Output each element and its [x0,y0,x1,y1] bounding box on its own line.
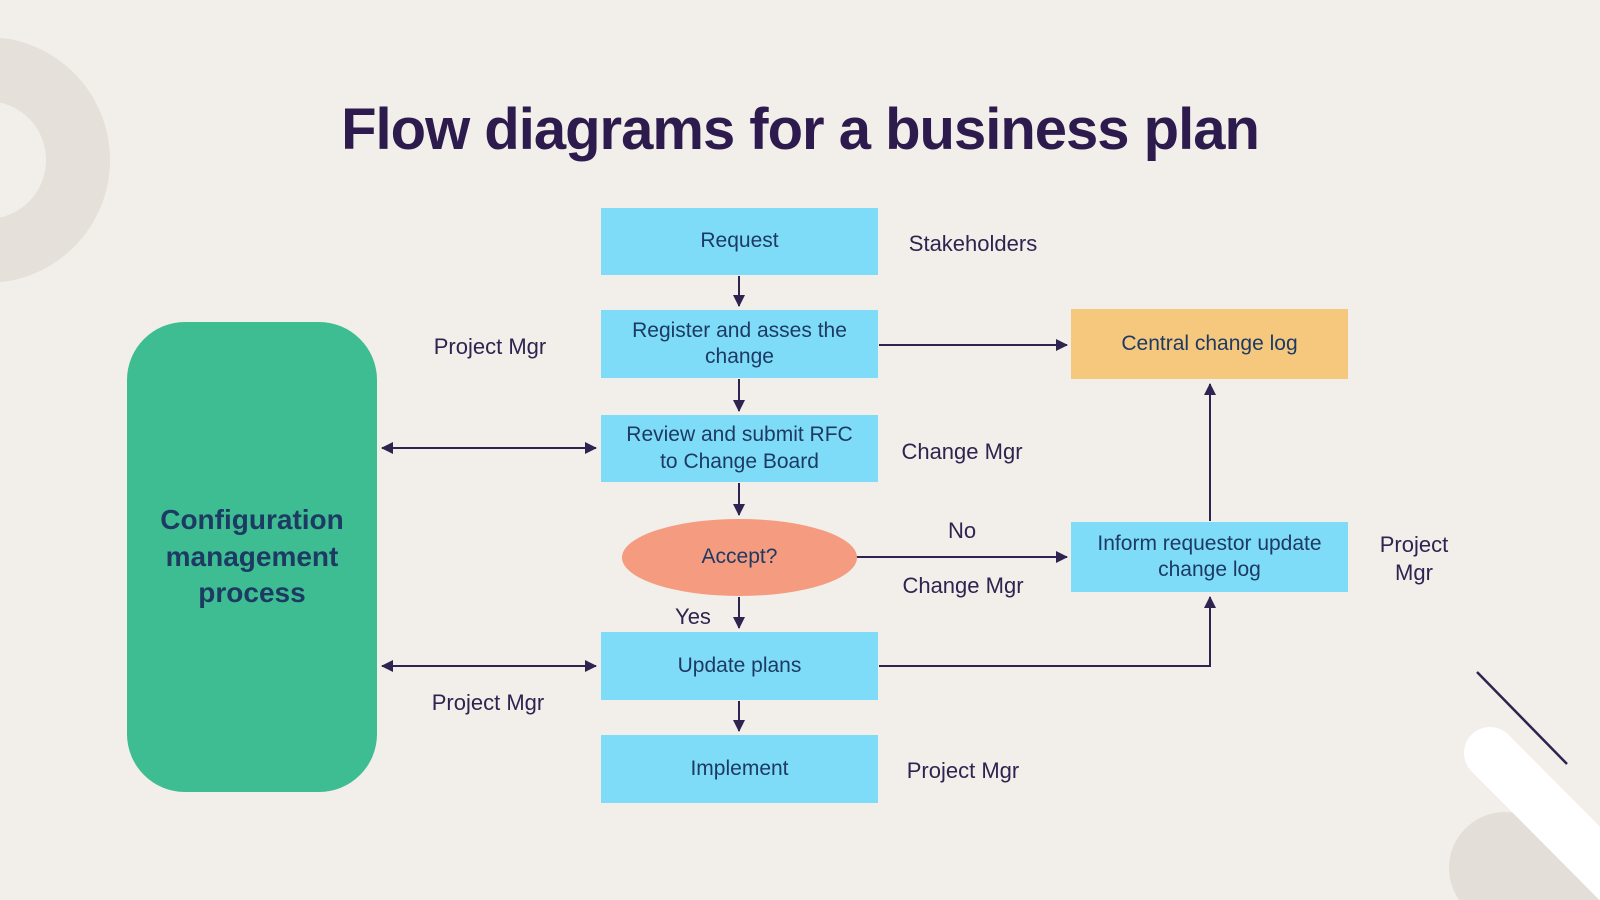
node-central-log-label: Central change log [1121,331,1298,355]
label-stakeholders: Stakeholders [908,231,1038,256]
label-no-branch: No [947,518,977,543]
node-register-and-assess: Register and asses the change [601,310,878,378]
label-project-mgr-upper: Project Mgr [433,334,547,359]
white-capsule-decoration [1464,727,1600,900]
node-register-label: Register and asses the change [632,318,847,368]
node-accept-label: Accept? [701,545,778,569]
node-accept-decision: Accept? [622,519,857,596]
node-configuration-management-process: Configuration management process [127,322,377,792]
label-change-mgr-review: Change Mgr [901,439,1023,464]
page-title: Flow diagrams for a business plan [341,97,1260,162]
node-inform-label: Inform requestor update change log [1097,531,1322,581]
node-config-label: Configuration management process [160,504,344,609]
node-update-label: Update plans [677,653,802,677]
diagonal-line-decoration [1476,671,1568,765]
label-project-mgr-inform: Project Mgr [1379,532,1449,585]
label-project-mgr-implement: Project Mgr [906,758,1020,783]
node-review-submit-rfc: Review and submit RFC to Change Board [601,415,878,482]
node-request: Request [601,208,878,275]
node-implement-label: Implement [690,756,789,780]
gray-capsule-decoration [1449,812,1600,900]
label-project-mgr-lower: Project Mgr [431,690,545,715]
label-yes-branch: Yes [675,604,711,629]
node-implement: Implement [601,735,878,803]
node-update-plans: Update plans [601,632,878,700]
node-inform-requestor: Inform requestor update change log [1071,522,1348,592]
label-change-mgr-no: Change Mgr [902,573,1024,598]
node-review-label: Review and submit RFC to Change Board [626,423,853,473]
edge-update-inform [879,596,1216,667]
node-central-change-log: Central change log [1071,309,1348,379]
node-request-label: Request [700,229,779,253]
